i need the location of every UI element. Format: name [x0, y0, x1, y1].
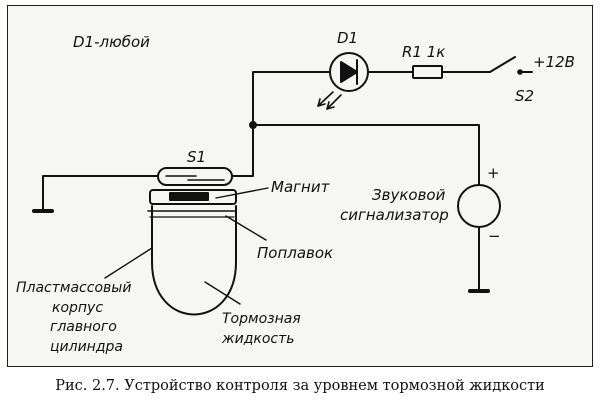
label-housing-line1: Пластмассовый — [16, 280, 131, 296]
label-alarm-line2: сигнализатор — [340, 206, 449, 224]
resistor-r1 — [412, 65, 443, 79]
float-assembly — [147, 189, 237, 218]
label-housing-line4: цилиндра — [50, 339, 123, 355]
wire-junction-alarm — [252, 124, 480, 186]
buzzer-alarm — [457, 184, 501, 228]
wire-ground-s1 — [42, 175, 159, 211]
label-housing-line3: главного — [50, 319, 117, 335]
wire-top — [252, 71, 331, 126]
diode-d1 — [329, 52, 369, 92]
master-cylinder-housing — [151, 205, 237, 316]
switch-s2 — [489, 56, 523, 75]
label-housing-line2: корпус — [52, 300, 103, 316]
light-emission-arrows — [317, 91, 342, 110]
label-float: Поплавок — [257, 244, 333, 262]
wire-junction-s1 — [231, 124, 254, 177]
label-s2: S2 — [515, 87, 534, 105]
reed-switch-s1 — [157, 167, 233, 186]
label-alarm-line1: Звуковой — [372, 186, 446, 204]
label-magnet: Магнит — [271, 178, 331, 196]
label-supply: +12В — [533, 53, 575, 71]
label-plus: + — [487, 164, 500, 182]
junction-dot — [249, 121, 257, 129]
label-r1: R1 1к — [402, 43, 445, 61]
label-fluid-line1: Тормозная — [222, 311, 301, 327]
figure-caption: Рис. 2.7. Устройство контроля за уровнем… — [55, 378, 545, 394]
diagram-frame — [7, 5, 593, 367]
label-d1: D1 — [337, 29, 358, 47]
label-s1: S1 — [187, 148, 206, 166]
label-minus: − — [488, 227, 501, 245]
leader-lines — [104, 187, 269, 305]
circuit-schematic: D1-любой D1 R1 1к +12В S2 S1 Магнит Звук… — [16, 29, 575, 355]
label-d1-note: D1-любой — [73, 33, 150, 51]
label-fluid-line2: жидкость — [221, 331, 295, 347]
